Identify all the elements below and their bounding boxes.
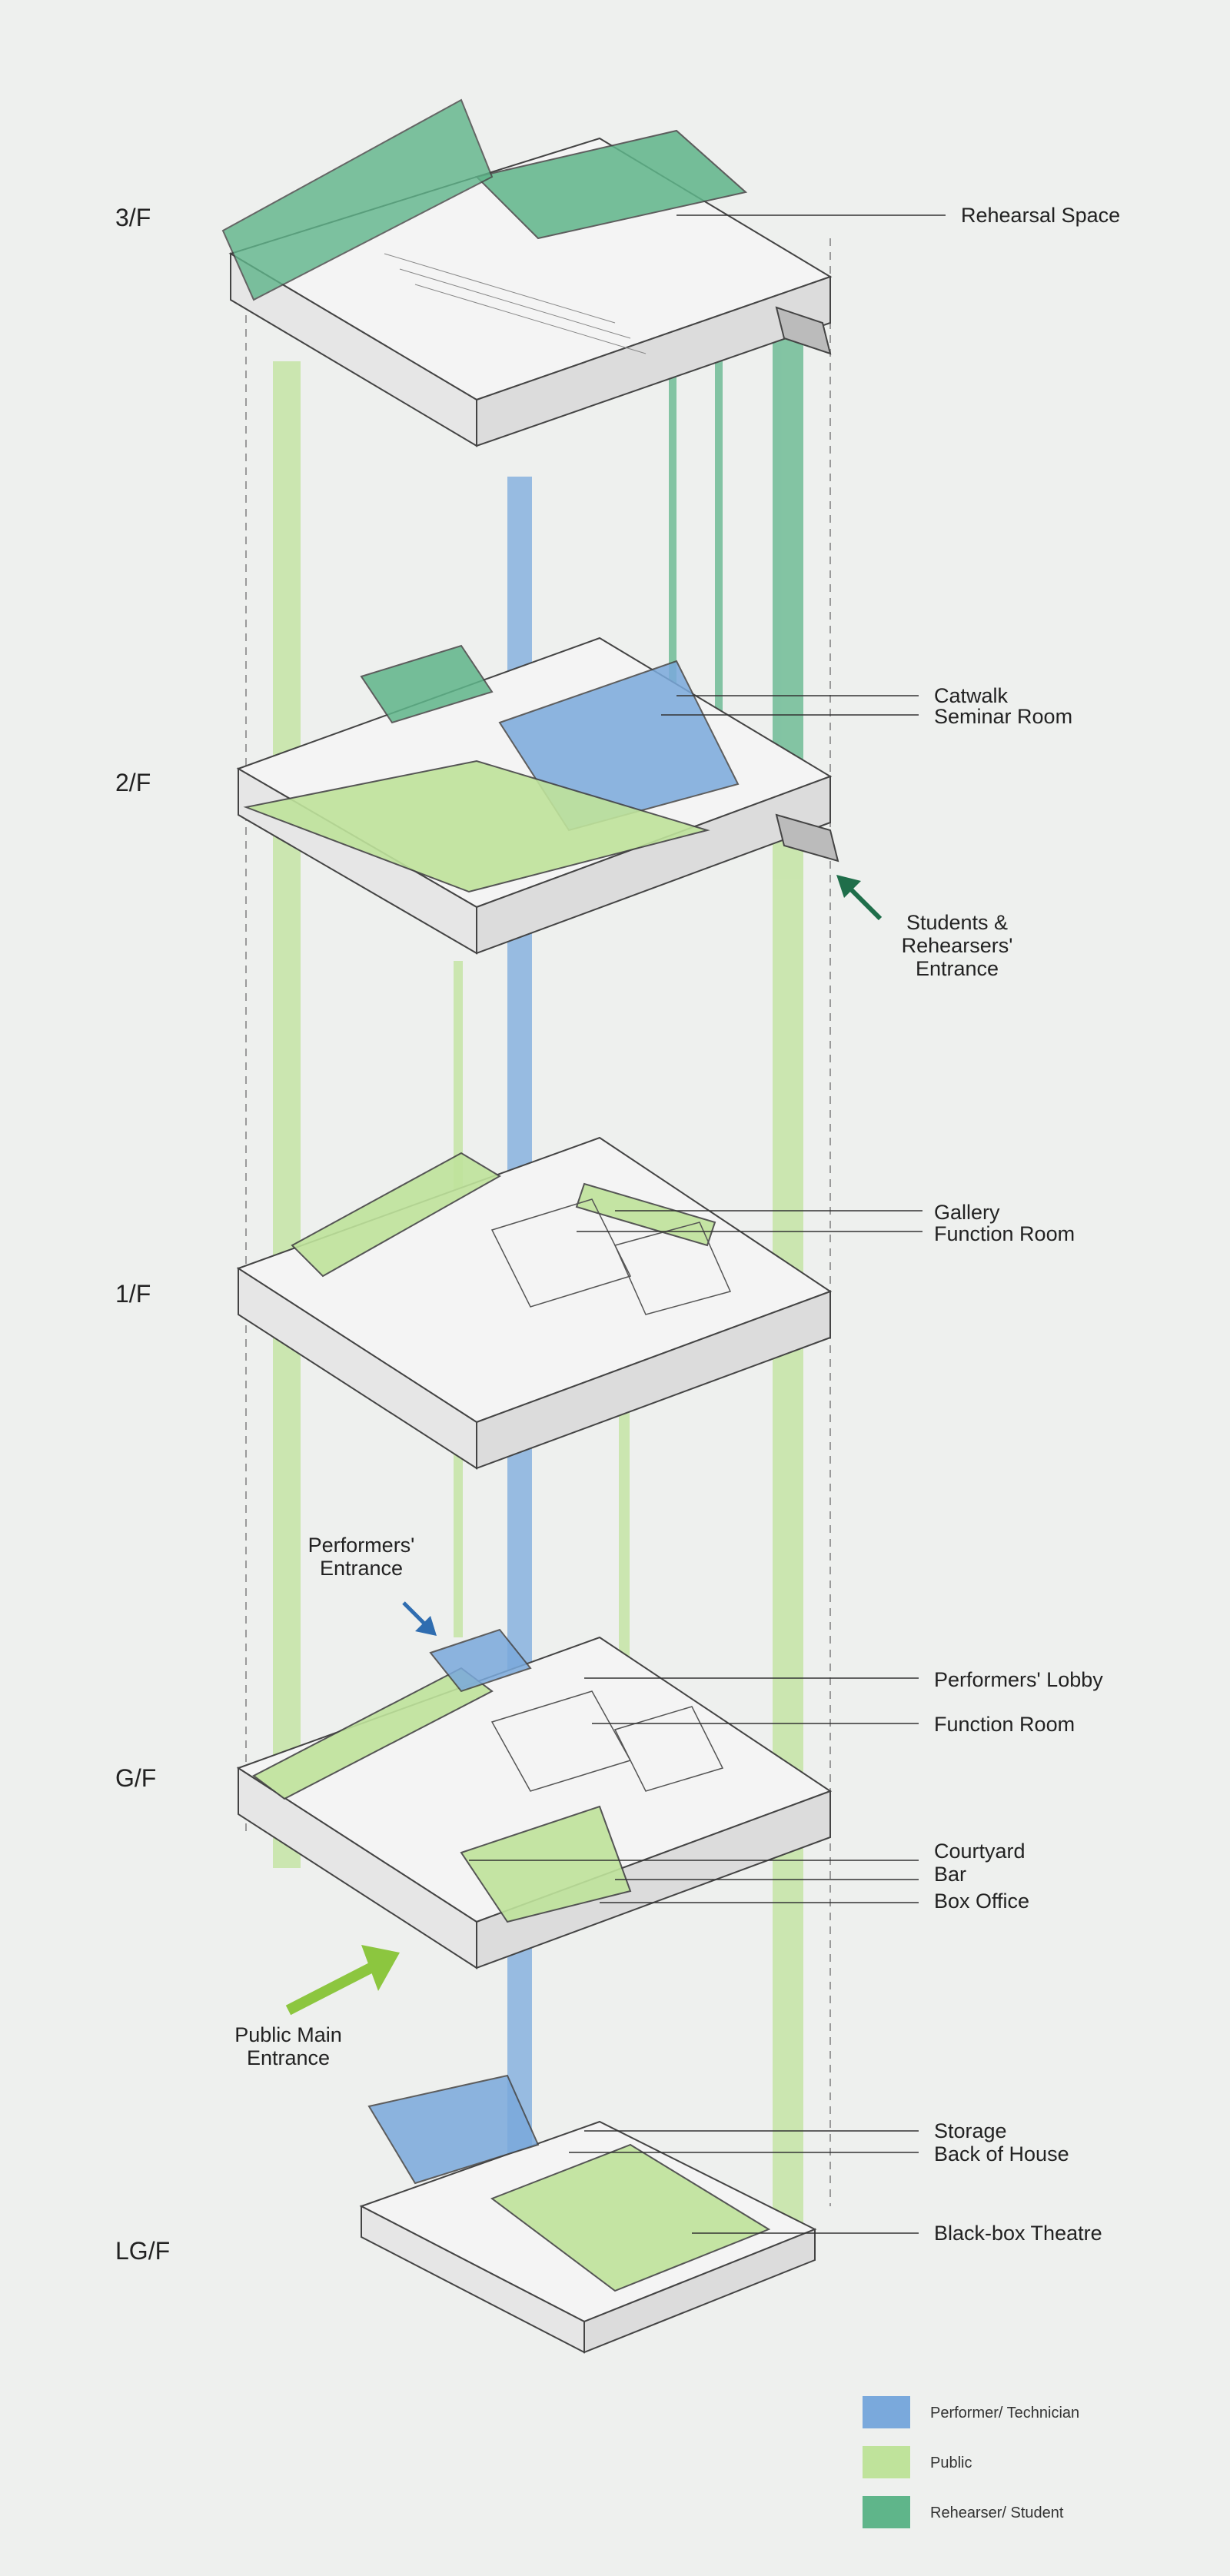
stair-3f <box>775 306 832 355</box>
rehearser-thin-2 <box>715 292 723 830</box>
floor-label-gf: G/F <box>115 1764 157 1792</box>
label-gallery: Gallery <box>934 1201 1000 1224</box>
floor-label-3f: 3/F <box>115 204 151 231</box>
performers-lobby-fill <box>429 1628 532 1693</box>
function-room-1f-fill <box>575 1182 716 1247</box>
label-public-main-entrance: Public Main Entrance <box>200 2023 377 2069</box>
gallery-fill <box>291 1152 501 1278</box>
label-performers-entrance-line-1: Performers' <box>308 1534 415 1557</box>
stair-2f <box>775 813 839 863</box>
leader-lines <box>469 214 946 2234</box>
green-box-2f-fill <box>360 644 494 724</box>
label-performers-lobby: Performers' Lobby <box>934 1668 1103 1691</box>
label-rehearsal-space: Rehearsal Space <box>961 204 1121 227</box>
floor-plate-lgf <box>359 2074 817 2354</box>
students-entrance-arrow <box>836 875 883 921</box>
label-students-entrance: Students & Rehearsers' Entrance <box>861 911 1053 980</box>
black-box-theatre-fill <box>490 2143 771 2292</box>
label-storage: Storage <box>934 2119 1007 2142</box>
label-public-main-entrance-line-1: Public Main <box>234 2023 342 2046</box>
floor-label-lgf: LG/F <box>115 2237 171 2265</box>
legend-swatch-performer <box>863 2396 910 2428</box>
public-shaft-left <box>273 361 301 1868</box>
label-students-entrance-line-2: Rehearsers' <box>901 934 1013 957</box>
label-black-box-theatre: Black-box Theatre <box>934 2222 1102 2245</box>
public-deck-2f-fill <box>243 760 710 893</box>
public-shaft-right <box>773 799 803 2260</box>
public-deck-gf-fill <box>252 1667 494 1800</box>
courtyard-fill <box>460 1805 632 1923</box>
floor-plate-2f <box>236 637 839 955</box>
floor-label-1f: 1/F <box>115 1280 151 1308</box>
label-public-main-entrance-line-2: Entrance <box>246 2046 331 2069</box>
roof-3f-fill <box>221 98 494 301</box>
legend-swatch-public <box>863 2446 910 2478</box>
performers-entrance-arrow <box>402 1601 437 1636</box>
label-performers-entrance-line-2: Entrance <box>319 1557 404 1580</box>
guide-lines <box>245 238 831 2206</box>
seating-gf <box>490 1690 724 1792</box>
label-back-of-house: Back of House <box>934 2142 1069 2166</box>
label-students-entrance-line-3: Entrance <box>915 957 999 980</box>
label-performers-entrance: Performers' Entrance <box>284 1534 438 1580</box>
floor-plate-3f <box>221 98 833 447</box>
legend-label-performer: Performer/ Technician <box>930 2405 1080 2421</box>
legend-swatch-rehearser <box>863 2496 910 2528</box>
rehearsal-space-fill <box>475 129 748 240</box>
floor-plate-1f <box>236 1136 833 1470</box>
floor-label-2f: 2/F <box>115 769 151 796</box>
floor-plate-gf <box>236 1628 833 1969</box>
back-of-house-fill <box>367 2074 540 2185</box>
legend-label-public: Public <box>930 2455 972 2471</box>
label-function-room-g: Function Room <box>934 1713 1075 1736</box>
rehearser-thin-1 <box>669 315 676 815</box>
label-courtyard: Courtyard <box>934 1840 1026 1863</box>
public-main-entrance-arrow <box>285 1945 400 2016</box>
label-function-room-1f: Function Room <box>934 1222 1075 1245</box>
label-students-entrance-line-1: Students & <box>906 911 1009 934</box>
rehearser-shaft <box>773 261 803 799</box>
legend-label-rehearser: Rehearser/ Student <box>930 2505 1064 2521</box>
label-catwalk: Catwalk <box>934 684 1009 707</box>
label-bar: Bar <box>934 1863 967 1886</box>
label-box-office: Box Office <box>934 1890 1030 1913</box>
seating-1f <box>490 1198 732 1315</box>
label-seminar-room: Seminar Room <box>934 705 1073 728</box>
